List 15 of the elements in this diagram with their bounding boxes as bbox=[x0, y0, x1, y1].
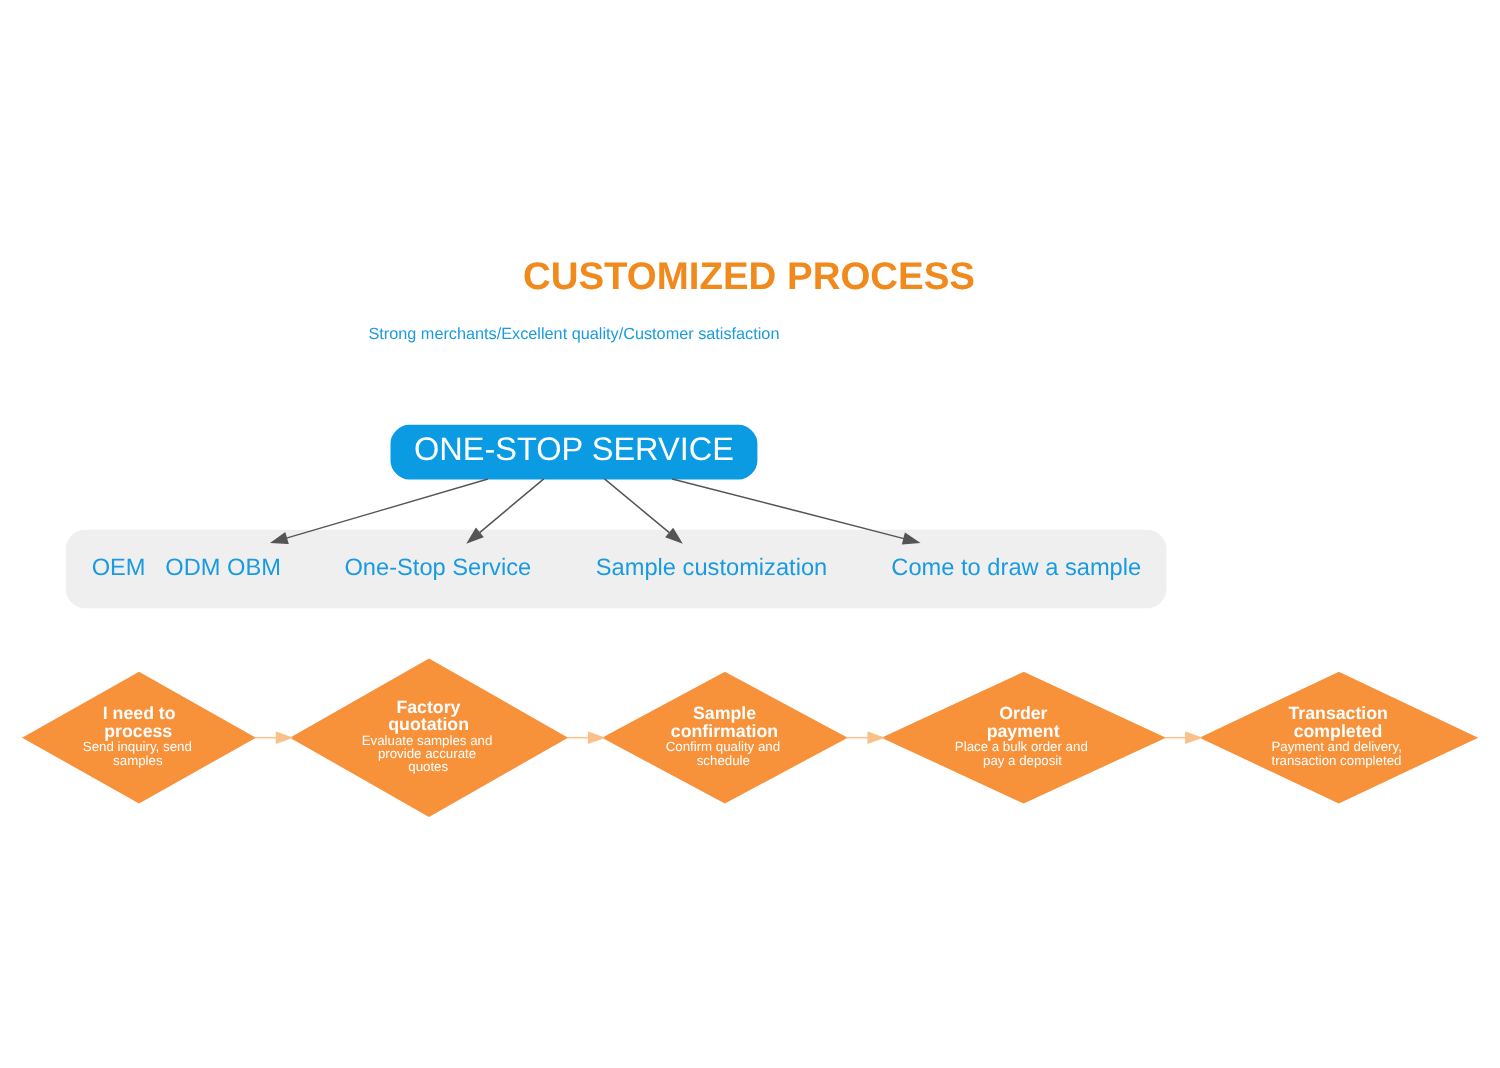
diagram-title: CUSTOMIZED PROCESS bbox=[522, 256, 975, 299]
arrow bbox=[566, 730, 606, 743]
node-box: ONE-STOP SERVICE bbox=[390, 423, 758, 479]
arrow bbox=[253, 730, 294, 743]
node-text: Come to draw a sample bbox=[891, 551, 1142, 580]
label: Strong merchants/Excellent quality/Customer satisfaction bbox=[368, 324, 780, 343]
node-text: Sample customization bbox=[595, 551, 828, 580]
arrow bbox=[603, 477, 683, 543]
arrow bbox=[466, 477, 545, 543]
arrow bbox=[1163, 730, 1203, 743]
arrow bbox=[671, 477, 921, 544]
node-text: One-Stop Service bbox=[344, 551, 532, 580]
arrow bbox=[845, 730, 886, 743]
arrow bbox=[270, 477, 489, 543]
node-text: OEM ODM OBM bbox=[91, 551, 281, 580]
